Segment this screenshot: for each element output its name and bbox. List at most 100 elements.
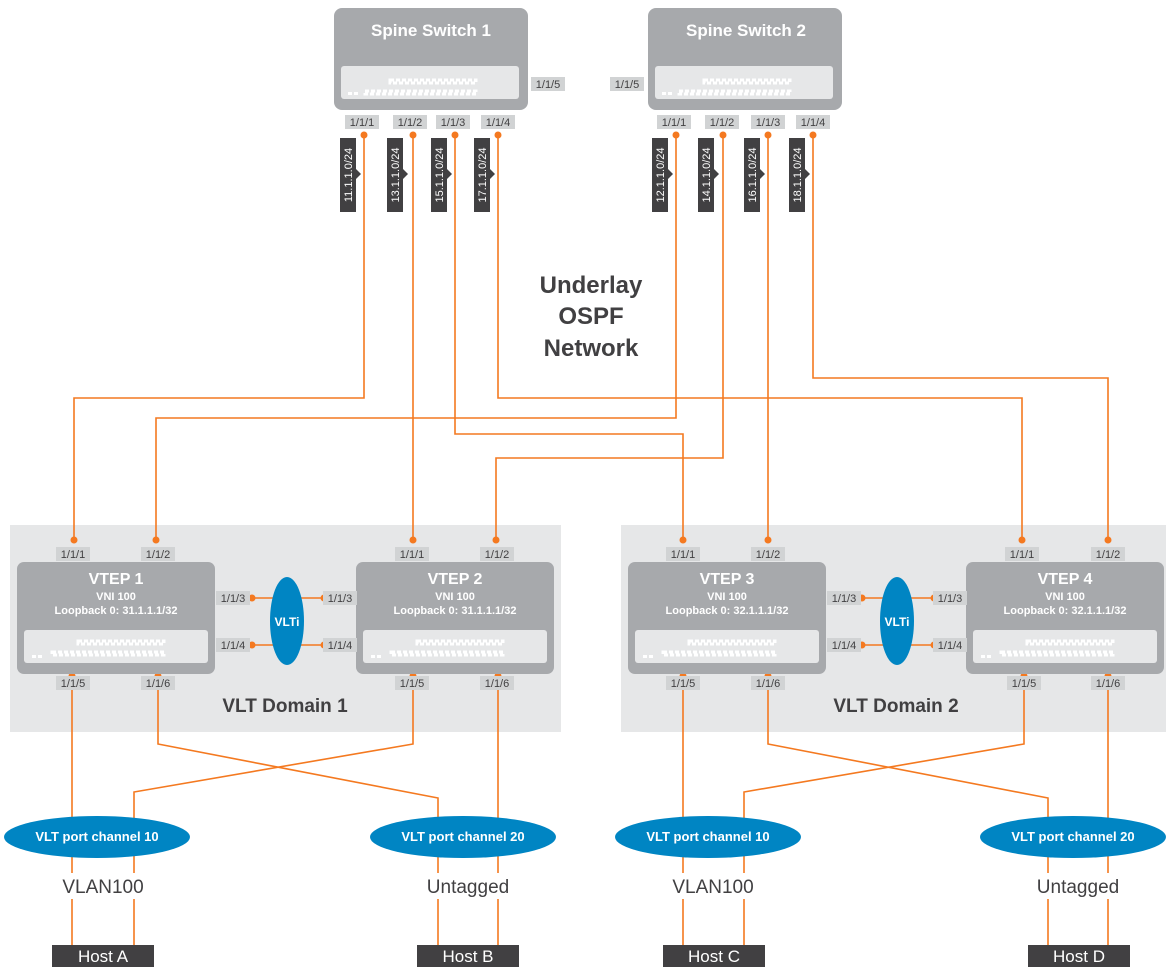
vtep-title: VTEP 1 [89, 571, 144, 588]
subnet-label: 15.1.1.0/24 [434, 147, 446, 202]
spine-switch-title: Spine Switch 1 [371, 21, 491, 40]
port-channel-label: VLT port channel 20 [1011, 829, 1134, 844]
svg-text:Network: Network [544, 335, 639, 362]
host-label: Host A [78, 947, 129, 966]
spine-switch-1: Spine Switch 1 [334, 8, 528, 110]
vtep-4: VTEP 4 VNI 100 Loopback 0: 32.1.1.1/32 [966, 562, 1164, 674]
svg-text:1/1/2: 1/1/2 [1096, 549, 1120, 561]
vlti-2: VLTi [880, 577, 914, 665]
svg-text:1/1/2: 1/1/2 [485, 549, 509, 561]
vlt-domain-2-label: VLT Domain 2 [833, 696, 958, 717]
vtep-1: VTEP 1 VNI 100 Loopback 0: 31.1.1.1/32 [17, 562, 215, 674]
svg-text:OSPF: OSPF [558, 303, 623, 330]
subnet-label: 18.1.1.0/24 [792, 147, 804, 202]
host-label: Host C [688, 947, 740, 966]
svg-text:1/1/3: 1/1/3 [328, 593, 352, 605]
port-channel-1: VLT port channel 10 [4, 816, 190, 858]
svg-text:1/1/2: 1/1/2 [146, 549, 170, 561]
svg-text:1/1/6: 1/1/6 [1096, 678, 1120, 690]
vlan-label: Untagged [427, 877, 509, 898]
svg-text:1/1/1: 1/1/1 [671, 549, 695, 561]
vtep-loopback: Loopback 0: 31.1.1.1/32 [394, 605, 517, 617]
vtep-loopback: Loopback 0: 32.1.1.1/32 [666, 605, 789, 617]
vtep-3: VTEP 3 VNI 100 Loopback 0: 32.1.1.1/32 [628, 562, 826, 674]
vlti-1: VLTi [270, 577, 304, 665]
vtep-loopback: Loopback 0: 31.1.1.1/32 [55, 605, 178, 617]
vlan-label: Untagged [1037, 877, 1119, 898]
svg-text:1/1/5: 1/1/5 [536, 79, 560, 91]
subnet-label: 14.1.1.0/24 [701, 147, 713, 202]
vlan-label: VLAN100 [62, 877, 143, 898]
svg-text:1/1/6: 1/1/6 [756, 678, 780, 690]
svg-text:1/1/6: 1/1/6 [146, 678, 170, 690]
svg-text:1/1/5: 1/1/5 [61, 678, 85, 690]
link-spine1-p4-vtep4-p1 [497, 135, 1023, 540]
svg-text:1/1/2: 1/1/2 [398, 117, 422, 129]
subnet-label: 11.1.1.0/24 [343, 148, 355, 202]
svg-text:1/1/5: 1/1/5 [1012, 678, 1036, 690]
svg-text:1/1/5: 1/1/5 [400, 678, 424, 690]
spine-port-labels: 1/1/1 1/1/2 1/1/3 1/1/4 1/1/5 1/1/1 1/1/… [345, 77, 830, 129]
subnet-label: 17.1.1.0/24 [477, 147, 489, 202]
svg-text:1/1/4: 1/1/4 [801, 117, 825, 129]
vtep-vni: VNI 100 [435, 591, 475, 603]
svg-text:1/1/1: 1/1/1 [662, 117, 686, 129]
vlan-label: VLAN100 [672, 877, 753, 898]
link-spine1-p3-vtep3-p1 [454, 135, 684, 540]
svg-text:Underlay: Underlay [540, 272, 643, 299]
svg-text:1/1/2: 1/1/2 [710, 117, 734, 129]
vtep-title: VTEP 2 [428, 571, 483, 588]
subnet-arrows [356, 169, 810, 179]
underlay-label: Underlay OSPF Network [540, 272, 643, 362]
subnet-label: 13.1.1.0/24 [390, 147, 402, 202]
vtep-vni: VNI 100 [96, 591, 136, 603]
svg-text:1/1/2: 1/1/2 [756, 549, 780, 561]
vlti-label: VLTi [885, 615, 910, 629]
host-a: Host A [52, 945, 154, 967]
underlay-links [73, 135, 1109, 540]
svg-text:1/1/3: 1/1/3 [441, 117, 465, 129]
svg-text:1/1/1: 1/1/1 [61, 549, 85, 561]
svg-text:1/1/1: 1/1/1 [350, 117, 374, 129]
vtep-title: VTEP 3 [700, 571, 755, 588]
svg-text:1/1/6: 1/1/6 [485, 678, 509, 690]
svg-text:1/1/3: 1/1/3 [832, 593, 856, 605]
vtep-vni: VNI 100 [707, 591, 747, 603]
svg-text:1/1/1: 1/1/1 [1010, 549, 1034, 561]
spine-switch-2: Spine Switch 2 [648, 8, 842, 110]
vtep-2: VTEP 2 VNI 100 Loopback 0: 31.1.1.1/32 [356, 562, 554, 674]
link-spine2-p4-vtep4-p2 [812, 135, 1109, 540]
port-channel-label: VLT port channel 20 [401, 829, 524, 844]
svg-text:1/1/3: 1/1/3 [221, 593, 245, 605]
svg-text:1/1/3: 1/1/3 [756, 117, 780, 129]
port-channel-label: VLT port channel 10 [646, 829, 769, 844]
vtep-vni: VNI 100 [1045, 591, 1085, 603]
port-grid [348, 78, 478, 96]
port-channel-4: VLT port channel 20 [980, 816, 1166, 858]
svg-text:1/1/5: 1/1/5 [615, 79, 639, 91]
svg-text:1/1/4: 1/1/4 [486, 117, 510, 129]
vlti-label: VLTi [275, 615, 300, 629]
vtep-port-labels: 1/1/1 1/1/2 1/1/5 1/1/6 1/1/3 1/1/4 1/1/… [56, 547, 1125, 690]
vtep-title: VTEP 4 [1038, 571, 1093, 588]
port-channel-3: VLT port channel 10 [615, 816, 801, 858]
spine-switch-title: Spine Switch 2 [686, 21, 806, 40]
subnet-label: 16.1.1.0/24 [747, 147, 759, 202]
vtep-loopback: Loopback 0: 32.1.1.1/32 [1004, 605, 1127, 617]
host-b: Host B [417, 945, 519, 967]
svg-text:1/1/3: 1/1/3 [938, 593, 962, 605]
host-c: Host C [663, 945, 765, 967]
host-arrows [68, 947, 1112, 955]
host-links [71, 676, 1109, 955]
svg-text:1/1/4: 1/1/4 [221, 640, 245, 652]
svg-text:1/1/4: 1/1/4 [328, 640, 352, 652]
host-label: Host B [442, 947, 493, 966]
svg-text:1/1/4: 1/1/4 [938, 640, 962, 652]
link-spine2-p1-vtep1-p2 [155, 135, 677, 540]
host-d: Host D [1028, 945, 1130, 967]
vlt-domain-1-label: VLT Domain 1 [222, 696, 348, 717]
subnet-labels: 11.1.1.0/24 13.1.1.0/24 15.1.1.0/24 17.1… [340, 138, 805, 212]
port-channel-2: VLT port channel 20 [370, 816, 556, 858]
